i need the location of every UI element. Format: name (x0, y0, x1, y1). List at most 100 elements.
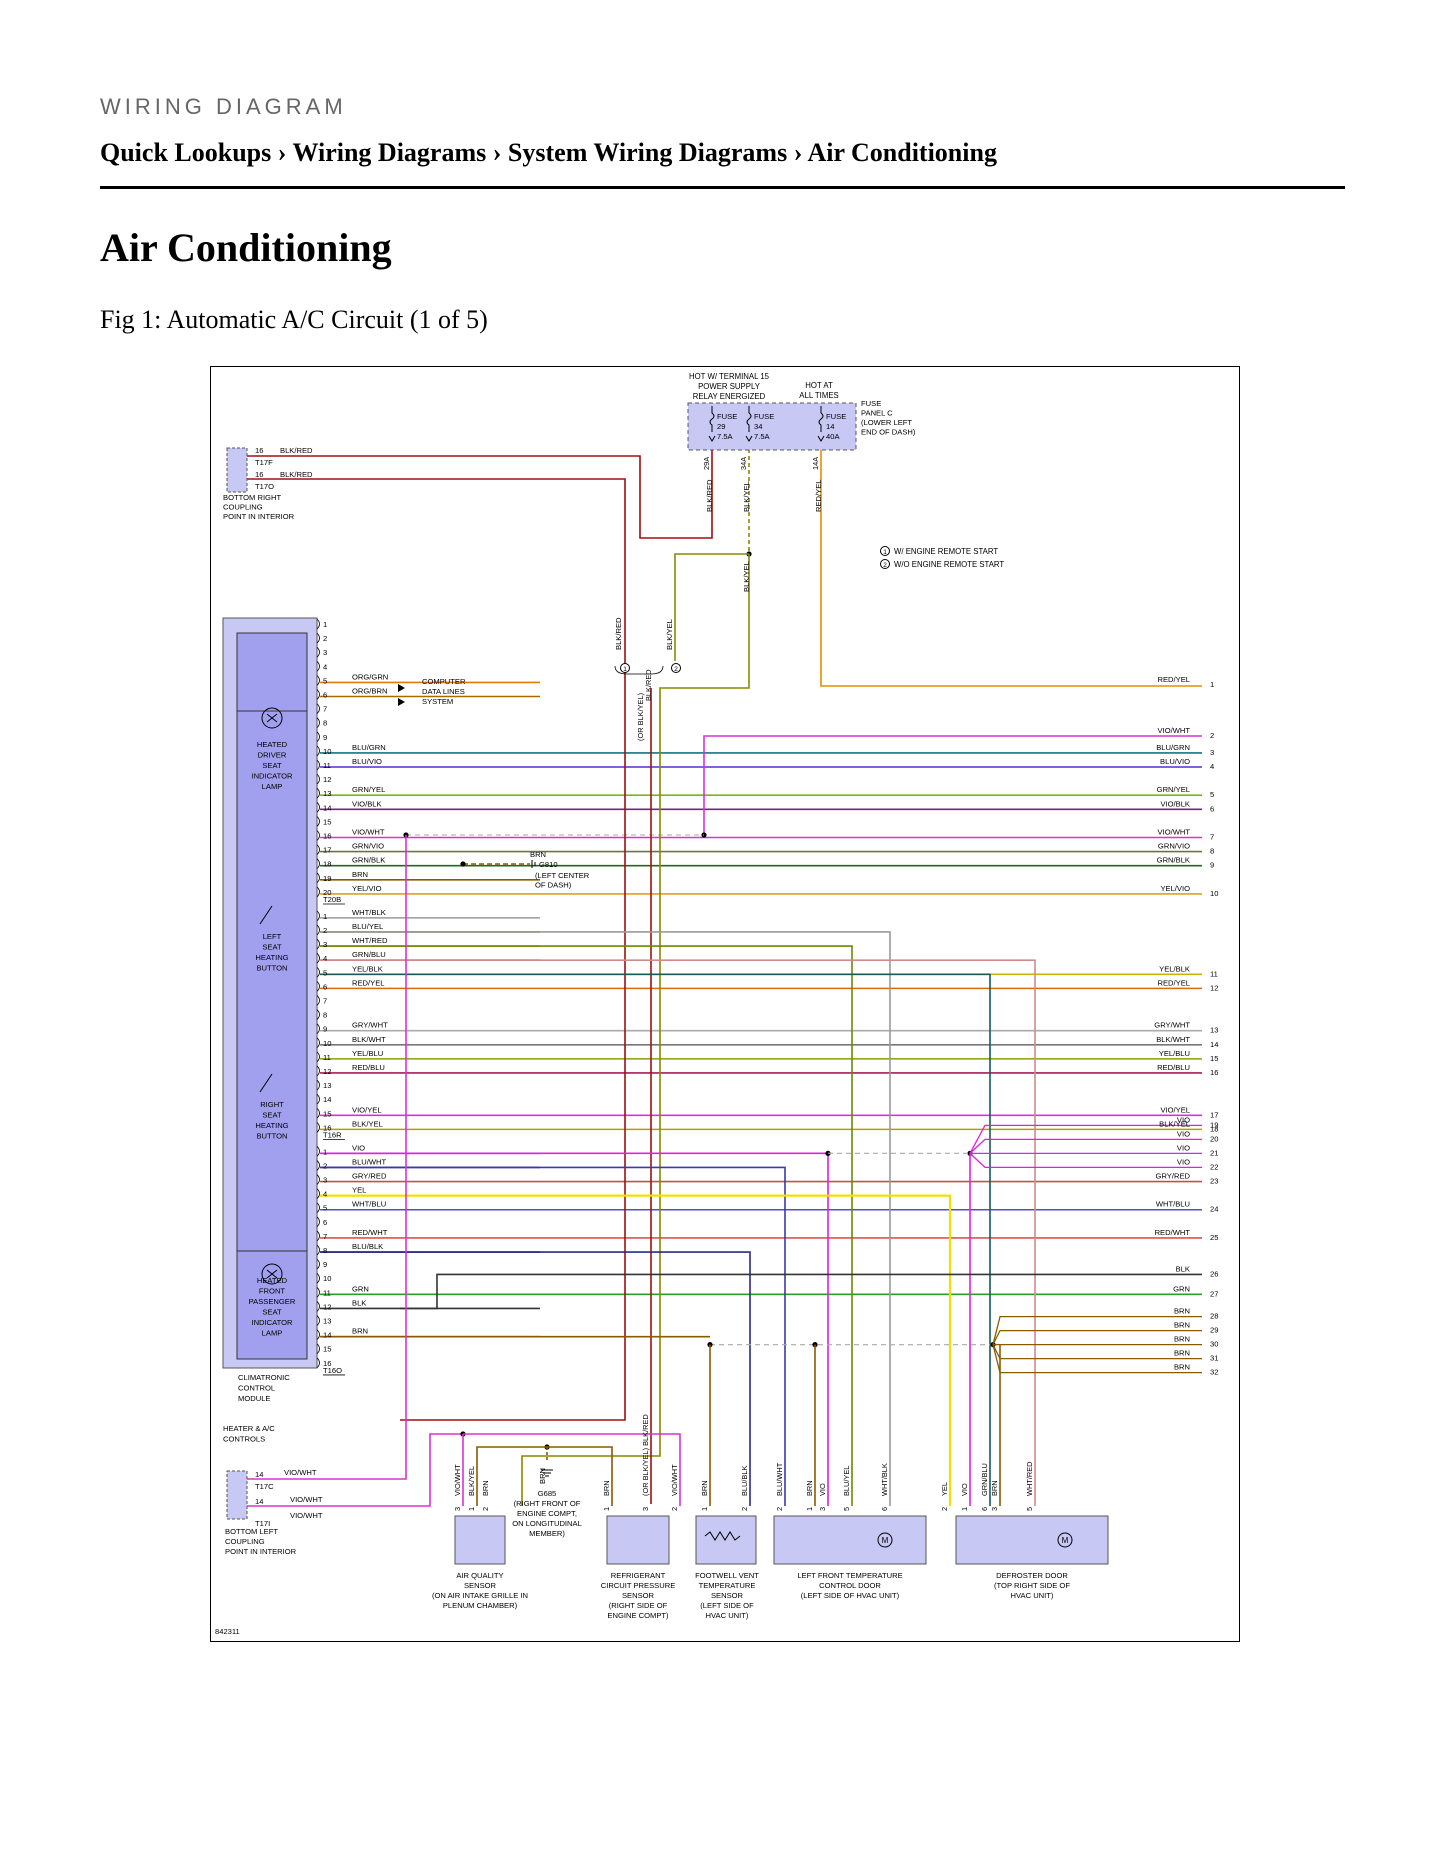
bottom-component-label: SENSOR (464, 1581, 497, 1590)
fuse-rating: 7.5A (754, 432, 771, 441)
right-wire-label: RED/WHT (1155, 1228, 1191, 1237)
right-wire-number: 17 (1210, 1110, 1218, 1119)
pin-bracket (316, 661, 320, 672)
pin-bracket (316, 1107, 320, 1119)
pin-bracket (316, 1272, 320, 1284)
wire-label: ORG/GRN (352, 672, 388, 681)
breadcrumb-quick-lookups[interactable]: Quick Lookups (100, 138, 272, 167)
right-wire-label: VIO/YEL (1160, 1105, 1190, 1114)
pin-bracket (316, 717, 320, 728)
component-pin-number: 5 (842, 1507, 851, 1511)
bottom-component-label: ENGINE COMPT) (607, 1611, 669, 1620)
right-wire-label: VIO/WHT (1158, 726, 1191, 735)
wire-brn-aqs (476, 1446, 547, 1506)
wire-label: GRN/BLU (352, 950, 386, 959)
right-wire-label: GRN/YEL (1157, 785, 1190, 794)
pin-bracket (316, 1188, 320, 1199)
fuse-pin-arrow (745, 435, 753, 442)
wire-label: BLU/VIO (352, 757, 382, 766)
wire-label: RED/WHT (352, 1228, 388, 1237)
pin-bracket (316, 995, 320, 1006)
coupling-bottom-box (226, 1470, 248, 1520)
fuse-panel-label: END OF DASH) (861, 428, 916, 437)
computer-data-label: DATA LINES (422, 687, 465, 696)
wire-label: GRN (352, 1284, 369, 1293)
left-seat-heating-button-label: HEATING (255, 953, 288, 962)
module-pin-number: 11 (323, 1288, 331, 1297)
connector-name: T16O (323, 1366, 342, 1375)
pin-bracket (316, 1244, 320, 1256)
right-wire-number: 8 (1210, 847, 1214, 856)
module-pin-number: 16 (323, 1123, 331, 1132)
module-pin-number: 14 (323, 803, 331, 812)
fuse-rating: 40A (826, 432, 840, 441)
option-2-number: 2 (674, 666, 678, 673)
module-pin-number: 5 (323, 676, 327, 685)
ground-location: OF DASH) (535, 881, 572, 890)
bottom-component-label: (ON AIR INTAKE GRILLE IN (432, 1591, 528, 1600)
component-pin-number: 3 (818, 1507, 827, 1511)
right-wire-number: 27 (1210, 1289, 1218, 1298)
module-pin-number: 7 (323, 996, 327, 1005)
wire-label: WHT/BLU (352, 1200, 386, 1209)
ground-icon (531, 860, 536, 868)
fuse-number: 29 (717, 422, 725, 431)
component-pin-number: 2 (481, 1507, 490, 1511)
module-name-label: CLIMATRONIC (238, 1373, 290, 1382)
heated-passenger-seat-lamp-label: INDICATOR (251, 1318, 293, 1327)
fuse-panel-label: FUSE (861, 399, 881, 408)
wire-label: ORG/BRN (352, 687, 387, 696)
ground-wire-label: BRN (530, 850, 546, 859)
pin-bracket (316, 618, 320, 630)
coupling-bottom-wire-mid: VIO/WHT (290, 1495, 323, 1504)
ground-location: (LEFT CENTER (535, 871, 590, 880)
hot-terminal-15-label: POWER SUPPLY (698, 382, 761, 391)
pin-bracket (316, 1216, 320, 1228)
breadcrumb: Quick Lookups › Wiring Diagrams › System… (100, 138, 997, 168)
component-wire-label: BLU/YEL (842, 1466, 851, 1496)
right-wire-label: RED/YEL (1158, 675, 1191, 684)
heated-driver-seat-lamp-label: INDICATOR (251, 772, 293, 781)
note-2-text: W/O ENGINE REMOTE START (894, 560, 1004, 569)
module-pin-number: 18 (323, 860, 331, 869)
right-wire-number: 14 (1210, 1040, 1218, 1049)
wire-label: VIO/YEL (352, 1105, 382, 1114)
bottom-component-label: FOOTWELL VENT (695, 1571, 759, 1580)
component-wire-label: BRN (990, 1480, 999, 1496)
breadcrumb-system-wiring-diagrams[interactable]: System Wiring Diagrams (507, 138, 788, 167)
component-pin-number: 2 (940, 1507, 949, 1511)
right-wire-number: 26 (1210, 1269, 1218, 1278)
bottom-component-label: (TOP RIGHT SIDE OF (994, 1581, 1070, 1590)
bottom-component-box (773, 1515, 927, 1565)
wire-label: GRN/BLK (352, 856, 385, 865)
pin-bracket (316, 952, 320, 964)
breadcrumb-air-conditioning[interactable]: Air Conditioning (807, 138, 997, 167)
ground-location: ENGINE COMPT, (517, 1509, 577, 1518)
ground-wire-label: BRN (538, 1468, 547, 1484)
wire-vio-branch (969, 1152, 1202, 1168)
wire-vio-wht-2 (703, 735, 1202, 835)
component-wire-label: WHT/RED (1025, 1462, 1034, 1497)
bottom-component-label: HVAC UNIT) (706, 1611, 749, 1620)
breadcrumb-wiring-diagrams[interactable]: Wiring Diagrams (292, 138, 487, 167)
fuse-34-wire-label: BLK/YEL (742, 481, 751, 512)
component-layer (222, 402, 1109, 1565)
pin-bracket (316, 646, 320, 658)
bottom-component-label: (RIGHT SIDE OF (609, 1601, 668, 1610)
component-wire-label: VIO (960, 1483, 969, 1496)
left-seat-heating-button-label: SEAT (262, 943, 282, 952)
right-wire-number: 10 (1210, 889, 1218, 898)
pin-bracket (316, 1079, 320, 1091)
wire-label: YEL/BLK (352, 964, 383, 973)
module-pin-number: 9 (323, 1260, 327, 1269)
right-wire-label: RED/BLU (1157, 1063, 1190, 1072)
pin-bracket (316, 632, 320, 644)
fuse-panel-box (687, 402, 857, 451)
right-wire-number: 2 (1210, 731, 1214, 740)
wire-label: BLU/WHT (352, 1157, 387, 1166)
right-wire-label: BLK/WHT (1156, 1035, 1190, 1044)
pin-bracket (316, 886, 320, 898)
right-wire-number: 19 (1210, 1120, 1218, 1129)
arrow-icon (398, 684, 405, 692)
module-pin-number: 7 (323, 705, 327, 714)
